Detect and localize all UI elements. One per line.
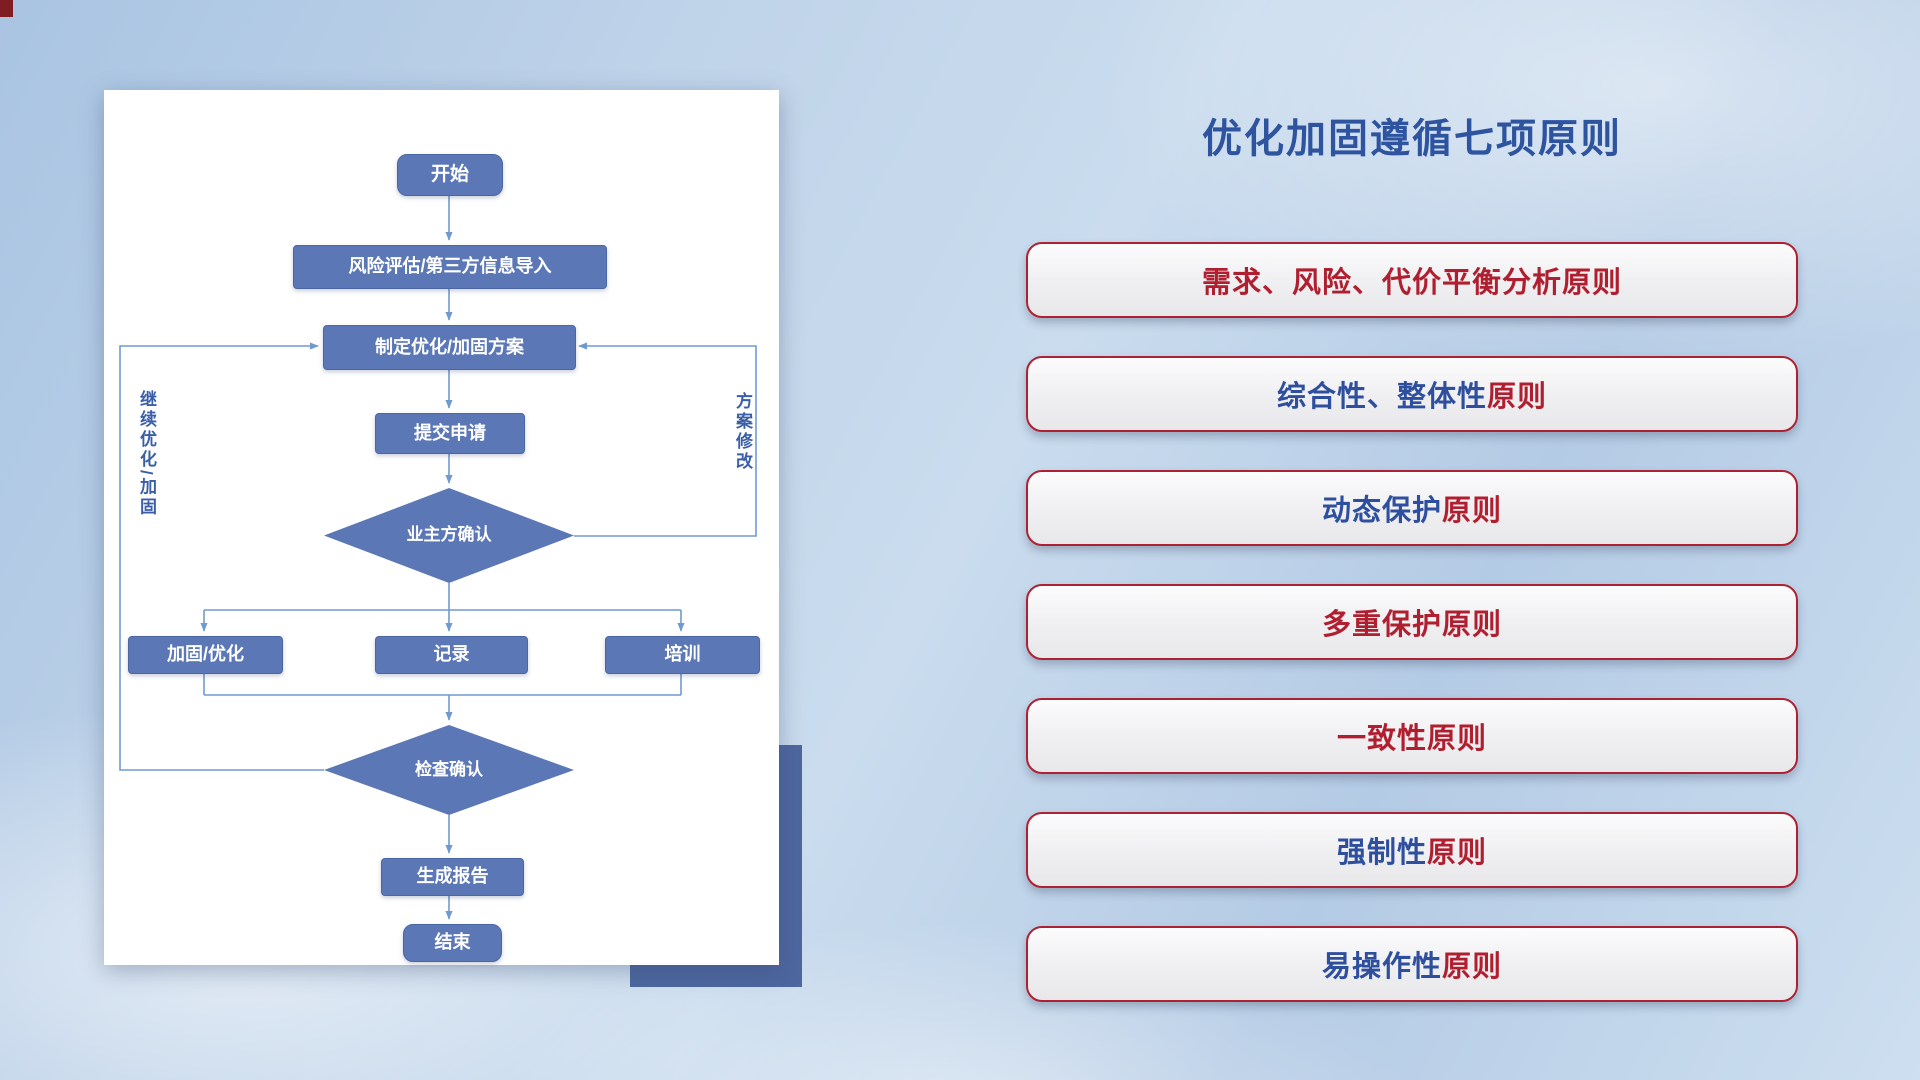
principle-text-segment: 易操作性 xyxy=(1321,951,1442,983)
principle-text-segment: 原则 xyxy=(1442,495,1503,527)
principle-text-segment: 动态保护 xyxy=(1321,495,1442,527)
flowchart-node-end: 结束 xyxy=(403,924,502,962)
principle-text-segment: 原则 xyxy=(1487,381,1548,413)
principle-pill-3: 动态保护原则 xyxy=(1026,470,1798,546)
loop-label-continue-optimize: 继续优化/加固 xyxy=(137,390,156,518)
principle-text-segment: 综合性、整体性 xyxy=(1276,381,1487,413)
flowchart-connectors xyxy=(119,194,757,920)
principle-pill-2: 综合性、整体性原则 xyxy=(1026,356,1798,432)
flowchart-node-record: 记录 xyxy=(375,636,528,674)
principle-pill-5: 一致性原则 xyxy=(1026,698,1798,774)
principle-text-segment: 强制性 xyxy=(1336,837,1427,869)
flowchart-node-generate-report: 生成报告 xyxy=(381,858,524,896)
flowchart-node-submit-request: 提交申请 xyxy=(375,413,525,454)
principle-text-segment: 原则 xyxy=(1442,951,1503,983)
principle-text-segment: 原则 xyxy=(1427,837,1488,869)
principle-pill-7: 易操作性原则 xyxy=(1026,926,1798,1002)
principles-title: 优化加固遵循七项原则 xyxy=(1202,117,1622,161)
loop-label-plan-revise: 方案修改 xyxy=(733,392,752,472)
principle-pill-6: 强制性原则 xyxy=(1026,812,1798,888)
flowchart-node-training: 培训 xyxy=(605,636,760,674)
flowchart-node-make-plan: 制定优化/加固方案 xyxy=(323,325,576,370)
flowchart-node-harden-optimize: 加固/优化 xyxy=(128,636,283,674)
principles-list: 需求、风险、代价平衡分析原则综合性、整体性原则动态保护原则多重保护原则一致性原则… xyxy=(1026,242,1798,1040)
flowchart-node-risk-import: 风险评估/第三方信息导入 xyxy=(293,245,607,289)
corner-logo-mark xyxy=(0,0,13,17)
principle-pill-1: 需求、风险、代价平衡分析原则 xyxy=(1026,242,1798,318)
principle-pill-4: 多重保护原则 xyxy=(1026,584,1798,660)
principle-text-segment: 一致性原则 xyxy=(1336,723,1487,755)
flowchart-node-start: 开始 xyxy=(397,154,503,196)
principle-text-segment: 需求、风险、代价平衡分析原则 xyxy=(1201,267,1622,299)
flowchart-card: 开始 风险评估/第三方信息导入 制定优化/加固方案 提交申请 业主方确认 加固/… xyxy=(104,90,779,965)
principle-text-segment: 多重保护原则 xyxy=(1321,609,1502,641)
